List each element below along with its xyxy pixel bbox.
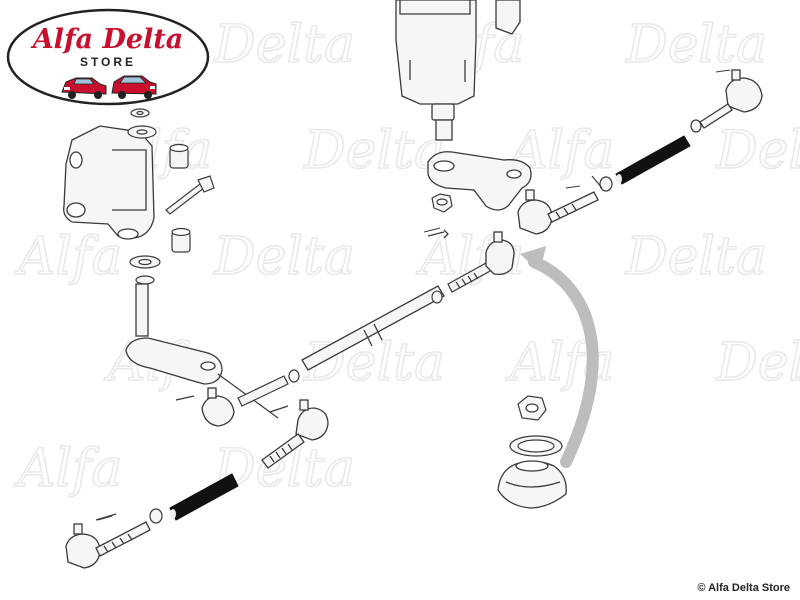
watermark-word: Delta	[303, 333, 445, 393]
watermark-word: Delta	[303, 121, 445, 181]
left-inner-ball-joint[interactable]	[175, 387, 235, 427]
center-track-rod[interactable]	[301, 285, 445, 371]
left-tie-rod-end[interactable]	[261, 399, 329, 469]
left-outer-tie-rod-end[interactable]	[65, 513, 151, 569]
car-red-icon	[61, 77, 107, 99]
idler-bushing-bottom[interactable]	[171, 227, 191, 253]
idler-washer-bottom[interactable]	[129, 255, 161, 285]
watermark-word: Delta	[213, 15, 355, 75]
idler-arm[interactable]	[125, 283, 223, 385]
left-connector-rod[interactable]	[237, 369, 300, 407]
center-rod-nut[interactable]	[431, 290, 443, 304]
idler-washer-top[interactable]	[127, 108, 157, 139]
logo-brand: Alfa Delta	[30, 24, 184, 55]
watermark-word: Alfa	[14, 227, 122, 287]
pitman-arm[interactable]	[427, 151, 532, 211]
idler-bracket[interactable]	[63, 125, 155, 240]
copyright-text: © Alfa Delta Store	[697, 582, 790, 594]
store-logo[interactable]: Alfa Delta STORE	[6, 8, 210, 106]
right-inner-tie-rod-end[interactable]	[517, 189, 599, 235]
idler-bolt[interactable]	[165, 175, 215, 215]
steering-box[interactable]	[395, 0, 521, 141]
car-red-coupe-icon	[111, 75, 157, 99]
ball-joint-nut[interactable]	[517, 395, 547, 421]
detail-arrow	[520, 246, 599, 468]
logo-tagline: STORE	[80, 55, 136, 69]
right-outer-ball-joint[interactable]	[690, 69, 763, 133]
watermark-word: Delta	[625, 227, 767, 287]
right-clamp[interactable]	[591, 175, 613, 192]
center-ball-joint[interactable]	[427, 229, 515, 276]
pitman-arm-nut[interactable]	[431, 193, 453, 213]
idler-bushing-top[interactable]	[169, 143, 189, 169]
ball-joint-dust-boot[interactable]	[497, 460, 567, 509]
cotter-pins	[97, 69, 731, 521]
watermark-word: Delta	[213, 227, 355, 287]
left-clamp[interactable]	[149, 508, 163, 524]
left-adjusting-tube[interactable]	[169, 473, 239, 521]
right-adjusting-tube[interactable]	[615, 135, 691, 185]
ball-joint-gasket[interactable]	[509, 435, 563, 457]
watermark-word: Delta	[715, 333, 800, 393]
watermark-word: Delta	[715, 121, 800, 181]
watermark-word: Delta	[625, 15, 767, 75]
watermark-word: Alfa	[14, 439, 122, 499]
